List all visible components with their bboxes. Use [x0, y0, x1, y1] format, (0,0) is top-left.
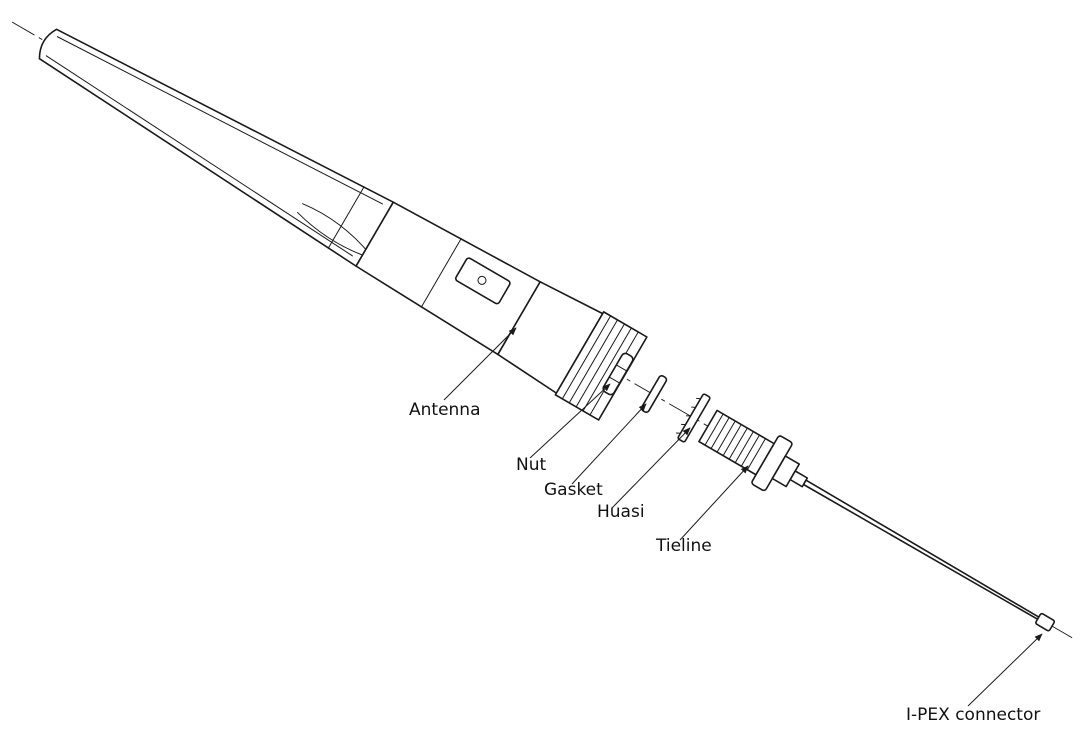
- antenna-body: [38, 28, 648, 421]
- nut-part: [602, 352, 634, 396]
- antenna-leader: [443, 327, 517, 401]
- label-antenna: Antenna: [409, 400, 481, 420]
- tieline-part: [698, 409, 1056, 632]
- label-huasi: Huasi: [597, 502, 645, 522]
- label-tieline: Tieline: [656, 536, 712, 556]
- label-ipex-connector: I-PEX connector: [906, 705, 1041, 725]
- ipex-leader: [967, 633, 1043, 707]
- gasket-leader: [571, 403, 647, 485]
- huasi-leader: [611, 427, 691, 509]
- tieline-leader: [679, 465, 749, 541]
- nut-leader: [529, 383, 611, 459]
- gasket-part: [640, 375, 668, 413]
- label-nut: Nut: [516, 455, 547, 475]
- label-gasket: Gasket: [544, 480, 603, 500]
